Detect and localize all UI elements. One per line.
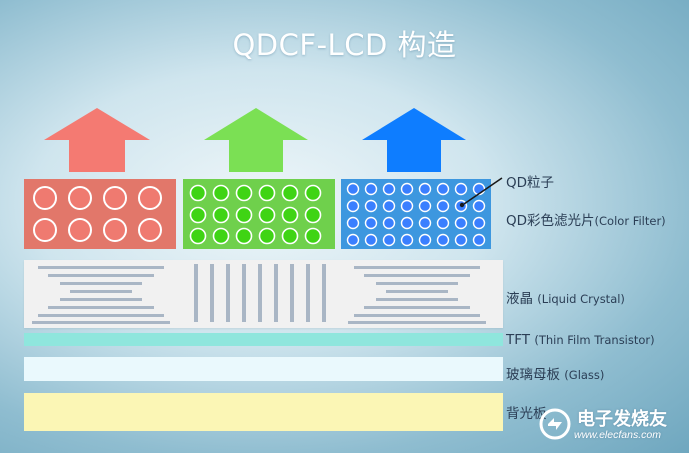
backlight-layer [24, 393, 503, 431]
qd-particle-large [33, 186, 57, 210]
blue-qd-filter-cell [341, 179, 491, 249]
diagram-title: QDCF-LCD 构造 [232, 28, 457, 62]
backlight-label: 背光板 [506, 402, 547, 422]
qd-particle-large [68, 218, 92, 242]
qd-particle-large [138, 218, 162, 242]
liquid-crystal-molecules [32, 264, 486, 324]
elecfans-watermark: 电子发烧友 www.elecfans.com [538, 403, 688, 447]
elecfans-logo-icon [539, 408, 571, 440]
tft-label-cn: TFT [506, 332, 531, 348]
green-light-arrow [204, 108, 308, 172]
qd-color-filter-label-en: (Color Filter) [594, 214, 666, 228]
blue-light-arrow [362, 108, 466, 172]
green-qd-filter-cell [183, 179, 335, 249]
tft-label-en: (Thin Film Transistor) [534, 333, 655, 347]
qd-color-filter-label-cn: QD彩色滤光片 [506, 213, 595, 229]
qd-particle-large [103, 186, 127, 210]
qd-particle-large [68, 186, 92, 210]
backlight-label-cn: 背光板 [506, 406, 547, 422]
tft-layer [24, 333, 503, 346]
glass-layer [24, 357, 503, 381]
qd-color-filter-label: QD彩色滤光片(Color Filter) [506, 209, 666, 229]
red-light-arrow [44, 108, 150, 172]
red-qd-filter-cell [24, 179, 176, 249]
glass-label-en: (Glass) [564, 368, 605, 382]
glass-label-cn: 玻璃母板 [506, 367, 560, 383]
liquid-crystal-label-en: (Liquid Crystal) [537, 292, 625, 306]
liquid-crystal-label-cn: 液晶 [506, 291, 533, 307]
qd-particle-label: QD粒子 [506, 171, 554, 191]
liquid-crystal-label: 液晶 (Liquid Crystal) [506, 287, 625, 307]
qd-particle-label-text: QD粒子 [506, 175, 555, 191]
qd-particle-large [103, 218, 127, 242]
qd-particle-large [138, 186, 162, 210]
watermark-url: www.elecfans.com [574, 429, 661, 441]
liquid-crystal-layer [24, 260, 503, 328]
glass-label: 玻璃母板 (Glass) [506, 363, 604, 383]
watermark-name: 电子发烧友 [577, 409, 667, 429]
tft-label: TFT (Thin Film Transistor) [506, 332, 655, 348]
qd-particle-large [33, 218, 57, 242]
